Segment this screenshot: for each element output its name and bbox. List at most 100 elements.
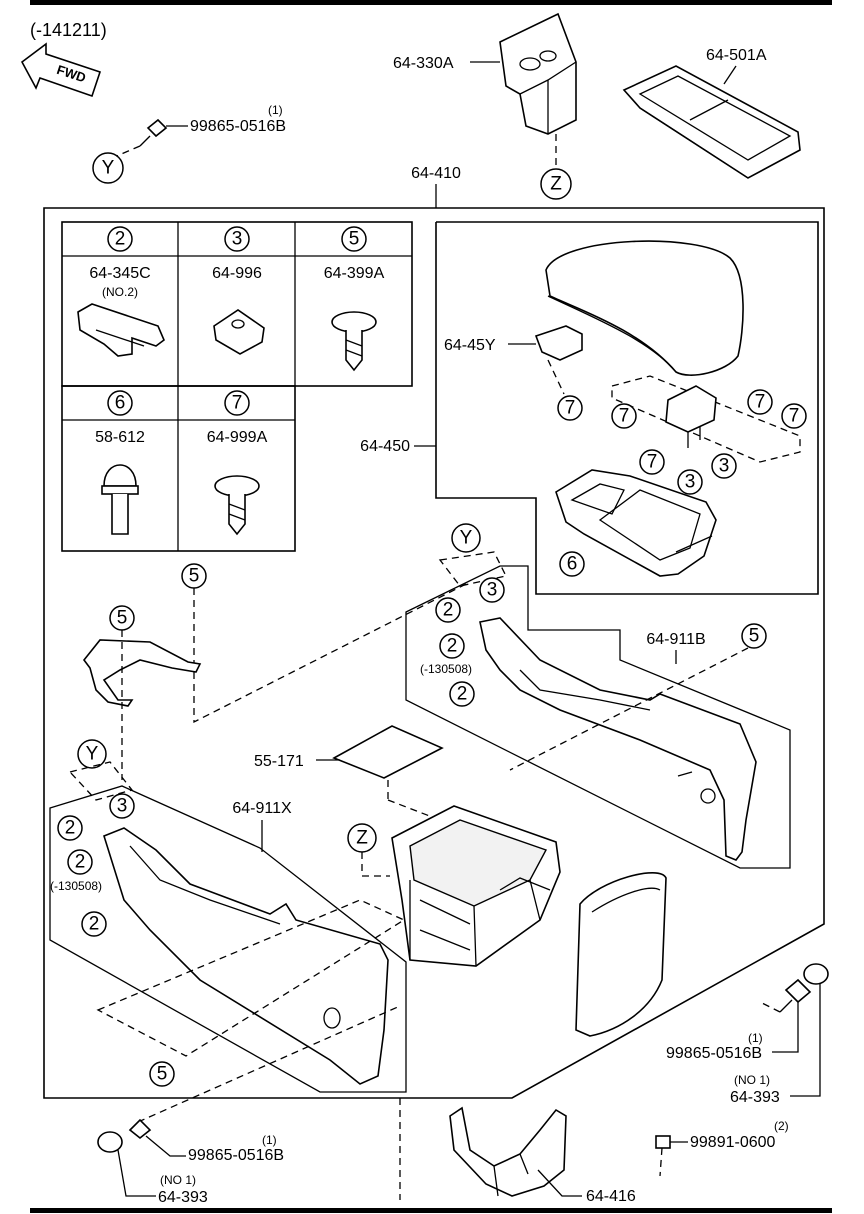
bracket-64-416 [449,1106,582,1197]
label-cap-bottom: 64-393 [158,1189,208,1206]
legend-part-58-612: 58-612 [95,429,145,446]
fwd-arrow-icon: FWD [20,42,102,98]
panel-64-911B-frame [405,565,791,869]
callout-circle-3-right [479,577,505,603]
date-note-right: (-130508) [420,662,472,676]
callout-circle-5-right [741,623,767,649]
bottom-border [30,1208,832,1213]
console-box [391,805,561,967]
cap-right [790,963,829,1097]
label-64-501A: 64-501A [706,47,767,64]
callout-circle-3-left [109,793,135,819]
callout-circle-5-bottom [149,1061,175,1087]
callout-2-left-a: 2 [65,818,76,839]
callout-circle-2-right-a [435,597,461,623]
ref-z-top: Z [550,174,562,195]
callout-circle-7-c [747,389,773,415]
top-border [30,0,832,5]
legend-key-6: 6 [115,393,126,414]
callout-5-left: 5 [117,608,128,629]
nut-64-996-icon [213,309,265,355]
legend-key-circle-6 [107,390,133,416]
callout-7-d: 7 [789,406,800,427]
subassembly-64-450-frame [435,221,819,595]
callout-circle-6 [559,551,585,577]
ref-circle-y-top [92,152,124,184]
legend-key-circle-2 [107,226,133,252]
no1-right: (NO 1) [734,1073,770,1087]
latch-64-45Y [508,325,583,395]
side-panel-64-911X [103,827,389,1085]
legend-part-64-999A: 64-999A [207,429,268,446]
bracket-left [82,639,202,707]
pad-55-171 [332,725,444,779]
callout-circle-2-right-c [449,681,475,707]
qty-bolt-bottom: (1) [262,1133,277,1147]
label-55-171: 55-171 [254,753,304,770]
callout-circle-7-a [557,395,583,421]
callout-circle-2-left-c [81,911,107,937]
assembly-64-410-frame [43,207,825,1099]
qty-bolt-top: (1) [268,103,283,117]
bolt-bottom-left [128,1118,186,1157]
legend-key-3: 3 [232,229,243,250]
callout-3-right: 3 [487,580,498,601]
callout-7-b: 7 [619,406,630,427]
callout-circle-2-left-b [67,849,93,875]
callout-circle-7-d [781,403,807,429]
clip-64-345C-icon [77,303,165,357]
label-64-45Y: 64-45Y [444,337,496,354]
label-64-410: 64-410 [411,165,461,182]
callout-circle-3-a [677,469,703,495]
ref-y-top: Y [102,158,115,179]
nut-99891 [655,1135,688,1177]
no1-bottom: (NO 1) [160,1173,196,1187]
qty-bolt-right: (1) [748,1031,763,1045]
callout-2-right-b: 2 [447,636,458,657]
screw-64-399A-icon [331,311,377,372]
callout-6: 6 [567,554,578,575]
callout-2-right-c: 2 [457,684,468,705]
front-panel [575,871,667,1037]
cushion-58-612-icon [101,464,139,535]
label-bolt-bottom: 99865-0516B [188,1147,284,1164]
callout-3-a: 3 [685,472,696,493]
callout-2-left-b: 2 [75,852,86,873]
callout-3-b: 3 [719,456,730,477]
screw-64-999A-icon [214,475,260,536]
legend-table [61,221,413,552]
legend-part-64-345C: 64-345C [89,265,150,282]
callout-circle-2-left-a [57,815,83,841]
legend-part-64-996: 64-996 [212,265,262,282]
header-code: (-141211) [30,20,107,40]
ref-circle-y-right [451,523,481,553]
callout-circle-7-e [639,449,665,475]
qty-nut: (2) [774,1119,789,1133]
tray-64-501A [622,65,801,179]
legend-key-7: 7 [232,393,243,414]
label-64-911X: 64-911X [232,800,292,817]
panel-64-911X-frame [49,785,407,1093]
cap-bottom-left [97,1131,156,1197]
label-bolt-right: 99865-0516B [666,1045,762,1062]
label-nut: 99891-0600 [690,1134,776,1151]
label-64-450: 64-450 [360,438,410,455]
legend-key-2: 2 [115,229,126,250]
callout-2-right-a: 2 [443,600,454,621]
callout-circle-3-b [711,453,737,479]
callout-7-a: 7 [565,398,576,419]
bolt-top-left [111,118,188,159]
bolt-right [759,978,812,1053]
ref-y-right: Y [460,528,473,549]
callout-2-left-c: 2 [89,914,100,935]
callout-7-e: 7 [647,452,658,473]
bracket-64-330A [470,12,577,168]
legend-key-circle-3 [224,226,250,252]
callout-3-left: 3 [117,796,128,817]
callout-5-bottom: 5 [157,1064,168,1085]
callout-5-top: 5 [189,566,200,587]
callout-circle-2-right-b [439,633,465,659]
callout-circle-7-b [611,403,637,429]
label-cap-right: 64-393 [730,1089,780,1106]
